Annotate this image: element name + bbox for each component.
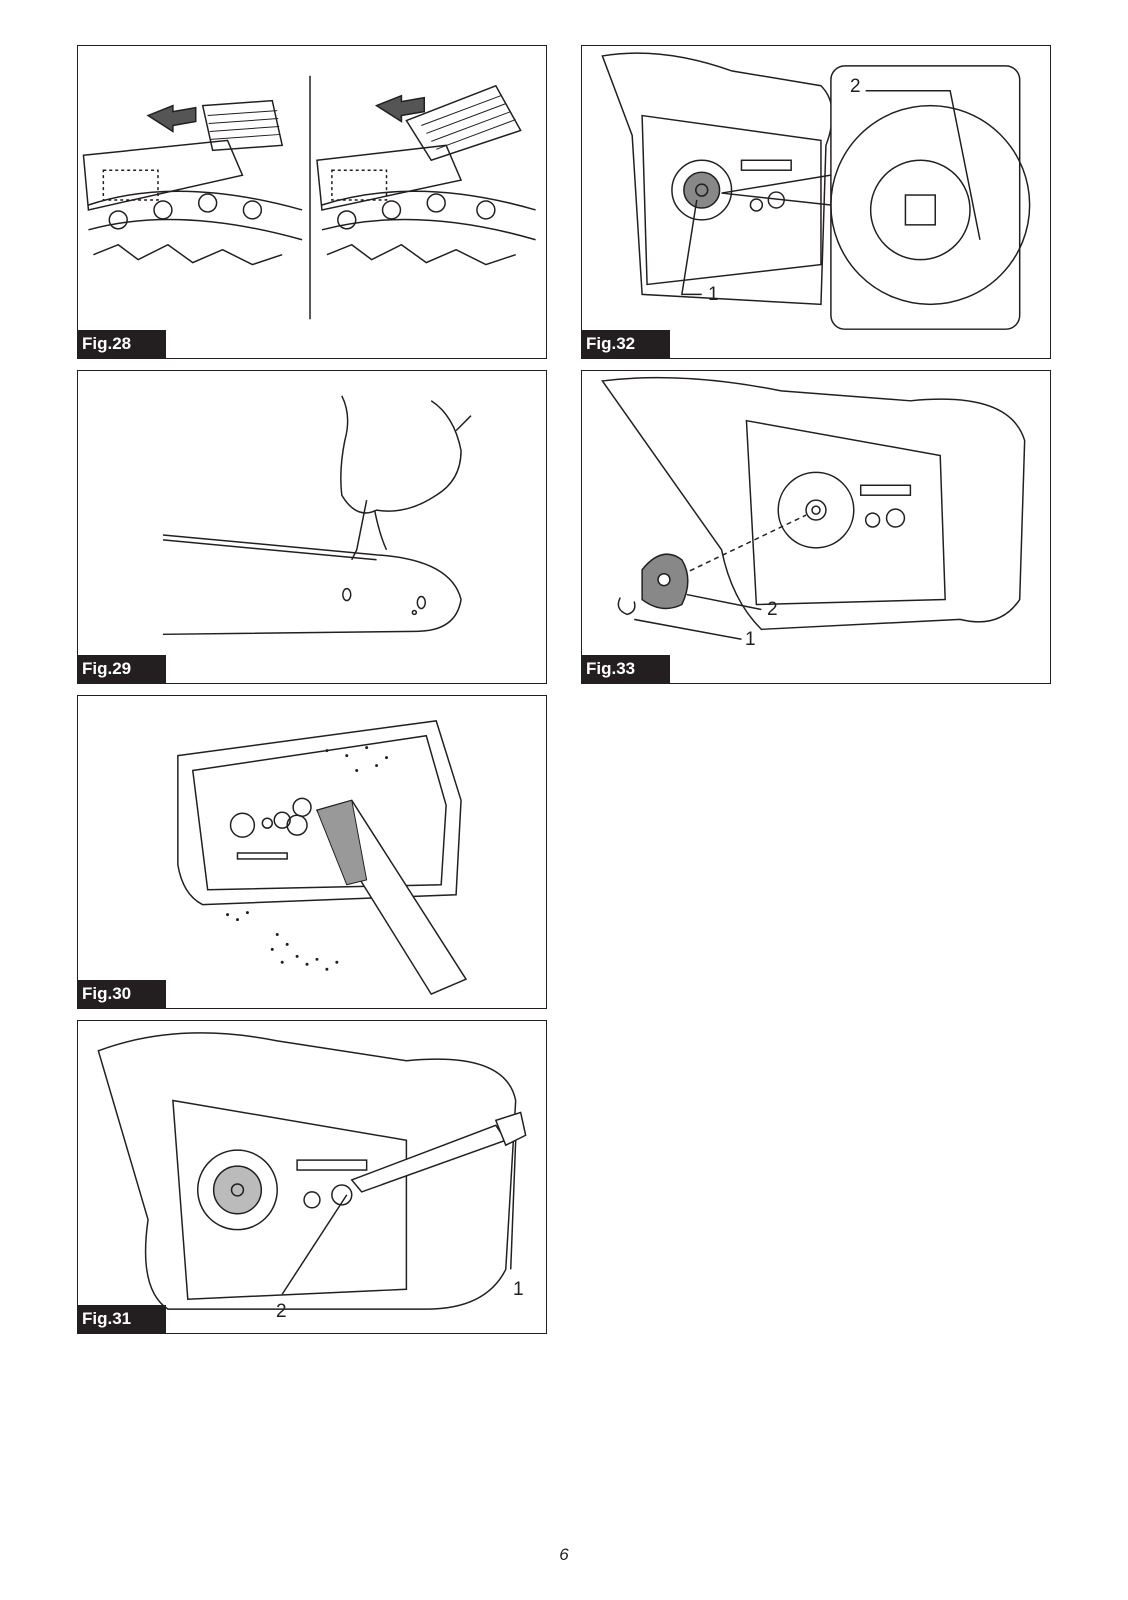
callout-1: 1: [513, 1279, 524, 1301]
figure-29: Fig.29: [77, 370, 547, 684]
page-number: 6: [0, 1545, 1128, 1565]
callout-2: 2: [767, 599, 778, 621]
callout-2: 2: [276, 1301, 287, 1323]
figure-label: Fig.31: [78, 1305, 166, 1333]
figure-label: Fig.33: [582, 655, 670, 683]
figure-33: 1 2 Fig.33: [581, 370, 1051, 684]
figure-label: Fig.32: [582, 330, 670, 358]
figure-32: 1 2 Fig.32: [581, 45, 1051, 359]
sprocket-cleaning-illustration: [78, 696, 546, 1008]
figure-label: Fig.29: [78, 655, 166, 683]
figure-label: Fig.30: [78, 980, 166, 1008]
guide-bar-cleaning-illustration: [78, 371, 546, 683]
chain-filing-illustration: [78, 46, 546, 358]
callout-1: 1: [708, 284, 719, 306]
sprocket-inspection-illustration: [582, 46, 1050, 358]
sprocket-removal-illustration: [582, 371, 1050, 683]
figure-28: Fig.28: [77, 45, 547, 359]
chain-cover-removal-illustration: [78, 1021, 546, 1333]
figure-30: Fig.30: [77, 695, 547, 1009]
figure-31: 1 2 Fig.31: [77, 1020, 547, 1334]
callout-2: 2: [850, 76, 861, 98]
figure-label: Fig.28: [78, 330, 166, 358]
callout-1: 1: [745, 629, 756, 651]
